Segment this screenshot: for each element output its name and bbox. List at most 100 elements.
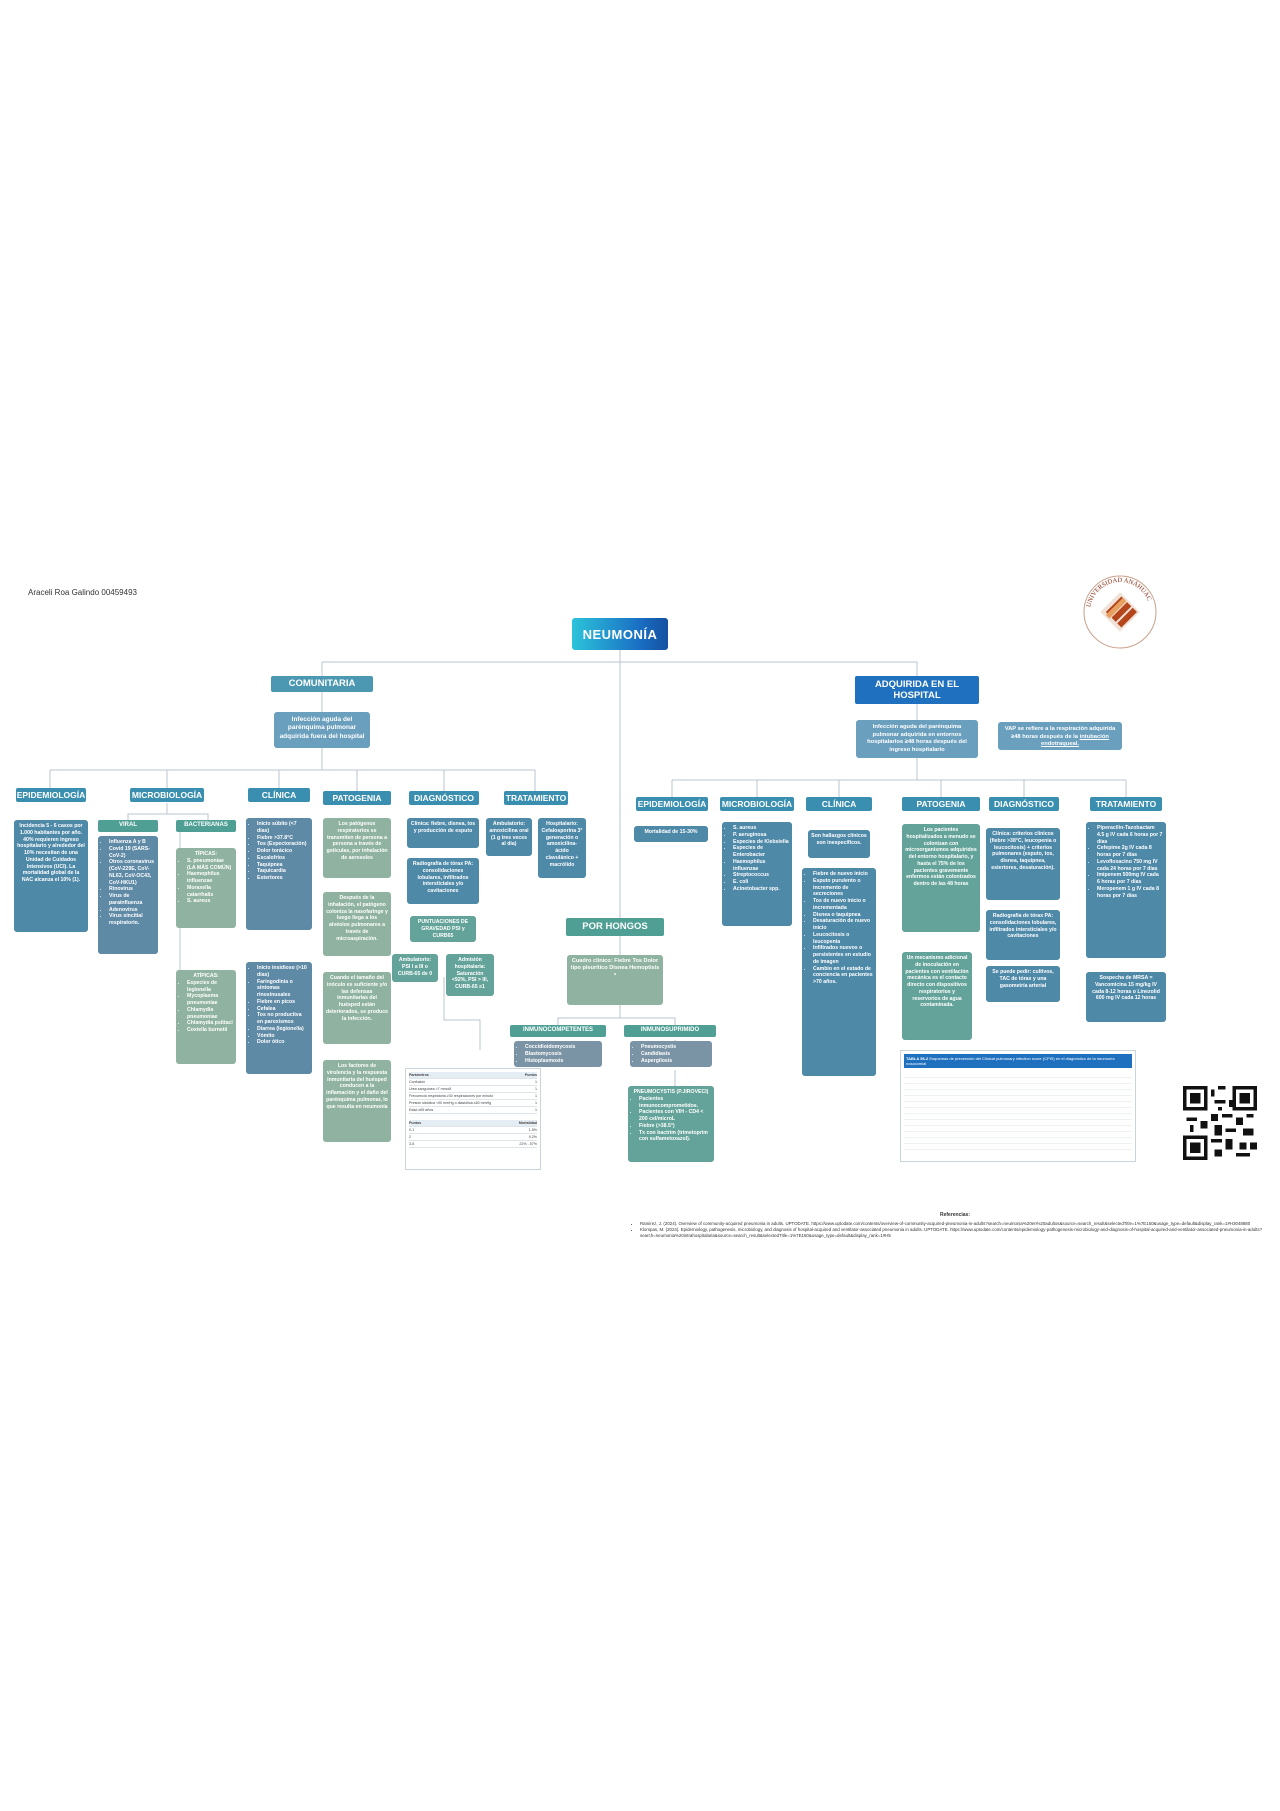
list-item: Piperacilin-Tazobactam 4.5 g IV cada 6 h… xyxy=(1097,825,1163,845)
inmunosuprimido-header: INMUNOSUPRIMIDO xyxy=(624,1025,716,1037)
list-item: Disnea o taquipnea xyxy=(813,912,873,919)
table-cell: Confusión xyxy=(409,1080,426,1084)
hosp-diagnostico-3: Se puede pedir: cultivos, TAC de tórax y… xyxy=(986,966,1060,1002)
comunitaria-header: COMUNITARIA xyxy=(271,676,373,692)
list-item: Tos no productiva en paroxismos xyxy=(257,1012,309,1026)
list-item: Desaturación de nuevo inicio xyxy=(813,918,873,932)
list-item: Cefalea xyxy=(257,1006,309,1013)
hosp-clinica-header: CLÍNICA xyxy=(806,797,872,811)
inmunocompetentes-list: CoccidioidomycosisBlastomycosisHistoplas… xyxy=(514,1041,602,1067)
table-cell: 1 xyxy=(535,1087,537,1091)
list-item: Tx con bactrim (trimetoprim con sulfamet… xyxy=(639,1130,711,1144)
com-tratamiento-hospitalario: Hospitalario: Cefalosporina 3° generació… xyxy=(538,818,586,878)
list-item: Otros coronavirus (CoV-229E, CoV-NL63, C… xyxy=(109,859,155,886)
list-item: Fiebre en picos xyxy=(257,999,309,1006)
com-patogenia-4: Los factores de virulencia y la respuest… xyxy=(323,1060,391,1142)
hospital-header: ADQUIRIDA EN EL HOSPITAL xyxy=(855,676,979,704)
com-patogenia-1: Los patógenos respiratorios se transmite… xyxy=(323,818,391,878)
list-item: Rinovirus xyxy=(109,886,155,893)
hosp-patogenia-2: Un mecanismo adicional de inoculación en… xyxy=(902,952,972,1040)
list-item: Influenza A y B xyxy=(109,839,155,846)
atipicas-list: ATÍPICAS: Especies de legionellaMycoplas… xyxy=(176,970,236,1064)
list-item: Pacientes inmunocomprometidos. xyxy=(639,1096,711,1110)
list-item: S. aureus xyxy=(187,898,233,905)
list-item: Chlamydia pneumoniae xyxy=(187,1007,233,1021)
table-cell: 1 xyxy=(535,1108,537,1112)
table-header-mortality: Mortalidad xyxy=(518,1121,537,1125)
table-cell: 0-1 xyxy=(409,1128,415,1132)
references: Referencias: Ramirez, J. (2024). Overvie… xyxy=(630,1212,1280,1239)
table-row: Presión sistólica <90 mmHg o diastólica … xyxy=(409,1100,537,1107)
list-item: Acinetobacter spp. xyxy=(733,886,789,893)
list-item: Taquipnea xyxy=(257,862,309,869)
hongos-header: POR HONGOS xyxy=(566,918,664,936)
list-item: Estertores xyxy=(257,875,309,882)
qr-code[interactable] xyxy=(1183,1086,1257,1160)
list-item: Candidiasis xyxy=(641,1051,709,1058)
list-item: Blastomycosis xyxy=(525,1051,599,1058)
list-item: Moraxella catarrhalis xyxy=(187,885,233,899)
list-item: S. aureus xyxy=(733,825,789,832)
cpis-table: TABLA 56-2 Esquemas de prevención del Cl… xyxy=(900,1050,1136,1162)
hosp-microbiologia-header: MICROBIOLOGÍA xyxy=(720,797,794,811)
list-item: E. coli xyxy=(733,879,789,886)
list-item: Tos de nuevo inicio o incrementada xyxy=(813,898,873,912)
list-item: Meropenem 1 g IV cada 8 horas por 7 días xyxy=(1097,886,1163,900)
university-logo: UNIVERSIDAD ANÁHUAC xyxy=(1080,572,1160,652)
list-item: Virus sincitial respiratorio. xyxy=(109,913,155,927)
list-item: P. aeruginosa xyxy=(733,832,789,839)
table-cell: 1 xyxy=(535,1101,537,1105)
tipicas-title: TÍPICAS: xyxy=(194,851,218,857)
com-diagnostico-admision: Admisión hospitalaria: Saturación <92%, … xyxy=(446,954,494,996)
table-cell: 22% - 57% xyxy=(519,1142,537,1146)
table-cell: Presión sistólica <90 mmHg o diastólica … xyxy=(409,1101,492,1105)
list-item: Adenovirus xyxy=(109,907,155,914)
list-item: Fiebre de nuevo inicio xyxy=(813,871,873,878)
list-item: Diarrea (legionella) xyxy=(257,1026,309,1033)
comunitaria-definition: Infección aguda del parénquima pulmonar … xyxy=(274,712,370,748)
references-title: Referencias: xyxy=(939,1212,970,1218)
bacterianas-header: BACTERIANAS xyxy=(176,820,236,832)
list-item: Mycoplasma pneumoniae xyxy=(187,993,233,1007)
com-patogenia-3: Cuando el tamaño del inóculo es suficien… xyxy=(323,972,391,1044)
list-item: Escalofríos xyxy=(257,855,309,862)
list-item: Leucocitosis o leucopenia xyxy=(813,932,873,946)
table-header-points2: Puntos xyxy=(409,1121,422,1125)
hosp-diagnostico-1: Clínica: criterios clínicos (fiebre >38°… xyxy=(986,828,1060,900)
hosp-microbiologia-list: S. aureusP. aeruginosaEspecies de Klebsi… xyxy=(722,822,792,926)
table-cell: 9.2% xyxy=(528,1135,537,1139)
table-cell: 2 xyxy=(409,1135,411,1139)
list-item: Streptococcus xyxy=(733,872,789,879)
tipicas-list: TÍPICAS: S. pneumoniae (LA MÁS COMÚN)Hae… xyxy=(176,848,236,928)
list-item: Pneumocystis xyxy=(641,1044,709,1051)
hosp-epidemiologia-text: Mortalidad de 15-30% xyxy=(634,826,708,842)
list-item: Virus de parainfluenza xyxy=(109,893,155,907)
vap-link[interactable]: intubación endotraqueal. xyxy=(1040,733,1109,748)
table-cell: 1.5% xyxy=(528,1128,537,1132)
vap-definition: VAP se refiere a la respiración adquirid… xyxy=(998,722,1122,750)
hosp-clinica-list: Fiebre de nuevo inicioEsputo purulento o… xyxy=(802,868,876,1076)
table-cell: 1 xyxy=(535,1094,537,1098)
list-item: Especies de Enterobacter xyxy=(733,845,789,859)
list-item: Taquicardia xyxy=(257,868,309,875)
hosp-tratamiento-list: Piperacilin-Tazobactam 4.5 g IV cada 6 h… xyxy=(1086,822,1166,958)
list-item: Pacientes con VIH - CD4 < 200 cel/microL xyxy=(639,1109,711,1123)
table-row: 0-1 1.5% xyxy=(409,1127,537,1134)
table-cell: Frecuencia respiratoria ≥30 respiracione… xyxy=(409,1094,494,1098)
list-item: Faringodinia o síntomas rinosinusales xyxy=(257,979,309,999)
viral-list: Influenza A y BCovid 19 (SARS-CoV-2)Otro… xyxy=(98,836,158,954)
pneumocystis-box: PNEUMOCYSTIS (P.JIROVECI) Pacientes inmu… xyxy=(628,1086,714,1162)
list-item: Haemophilus influenzae xyxy=(733,859,789,873)
list-item: Cefepime 2g IV cada 8 horas por 7 días xyxy=(1097,845,1163,859)
list-item: Inicio insidioso (>10 días) xyxy=(257,965,309,979)
hongos-cuadro-clinico: Cuadro clínico: Fiebre Tos Dolor tipo pl… xyxy=(567,955,663,1005)
list-item: Tos (Expectoración) xyxy=(257,841,309,848)
hosp-clinica-intro: Son hallazgos clínicos son inespecíficos… xyxy=(808,830,870,858)
com-tratamiento-ambulatorio: Ambulatorio: amoxicilina oral (1 g tres … xyxy=(486,818,532,856)
list-item: Especies de legionella xyxy=(187,980,233,994)
